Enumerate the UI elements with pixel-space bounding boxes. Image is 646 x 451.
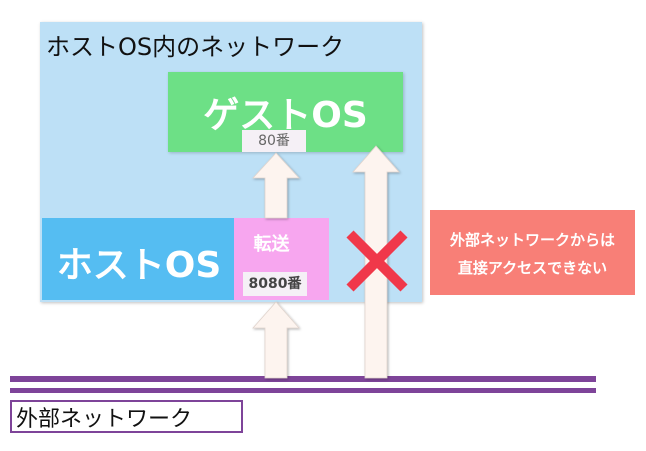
note-line-1: 外部ネットワークからは	[449, 231, 615, 249]
block-x-icon	[346, 230, 408, 292]
note-box	[430, 210, 635, 295]
external-network-line-bottom	[10, 388, 596, 393]
host-port-label: 8080番	[243, 272, 307, 296]
host-os-label: ホストOS	[56, 245, 222, 286]
arrow-host-to-guest	[252, 152, 300, 219]
host-os-box	[42, 218, 236, 300]
note-line-2: 直接アクセスできない	[457, 259, 608, 277]
external-network-line-top	[10, 376, 596, 382]
port-forward-label: 転送	[253, 234, 290, 255]
guest-os-label: ゲストOS	[203, 95, 368, 136]
arrow-external-to-host	[252, 301, 300, 379]
external-network-label-box	[10, 400, 243, 433]
note-text: 外部ネットワークからは 直接アクセスできない	[430, 226, 635, 282]
host-network-title: ホストOS内のネットワーク	[46, 33, 345, 61]
external-network-label: 外部ネットワーク	[16, 407, 193, 432]
guest-port-label: 80番	[242, 130, 306, 152]
